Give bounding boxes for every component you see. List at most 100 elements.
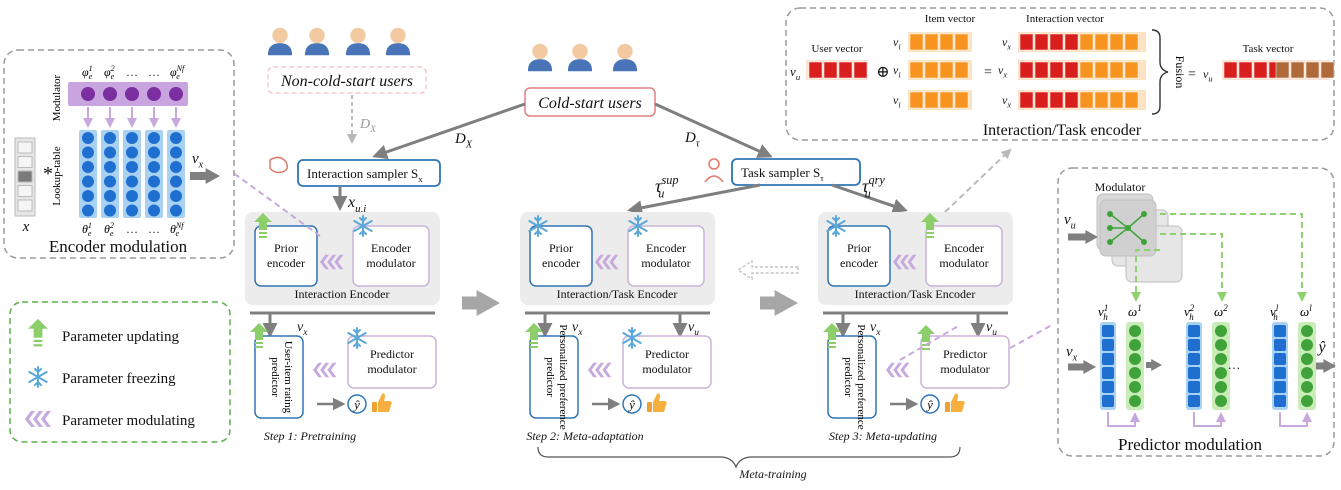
non-cold-start-user-avatar (385, 27, 411, 56)
interaction-vector-cell (1079, 91, 1094, 109)
phi-dots: … (126, 65, 138, 79)
lookup-node (104, 204, 116, 217)
encoder-modulator-box (627, 225, 705, 287)
cold-start-box (524, 87, 656, 117)
vu-symbol: vu (790, 64, 801, 82)
lookup-node (126, 190, 138, 202)
x-vector-cell (17, 185, 33, 197)
layer-arrow (1146, 359, 1162, 371)
hidden-layer-node (1274, 339, 1286, 351)
encoder-output-arrow (190, 168, 220, 184)
hidden-layer-node (1188, 395, 1200, 407)
pm-vx-arrow (1068, 360, 1096, 374)
predictor-modulator-label-line: Predictor (370, 347, 414, 361)
task-vector-cell (1238, 61, 1253, 79)
predictor-modulator-box (920, 335, 1010, 389)
output-layer-arrow (1316, 359, 1336, 373)
item-vector-label: Item vector (925, 13, 976, 25)
meta-training-label: Meta-training (738, 467, 806, 481)
interaction-vector-cell (1034, 33, 1049, 51)
lookup-node (104, 146, 116, 159)
task-encoder-leader (944, 148, 1012, 213)
legend-updating-label: Parameter updating (62, 329, 180, 345)
lookup-node (126, 161, 138, 173)
prior-encoder-box (254, 225, 318, 287)
user-vector-cell (853, 61, 868, 79)
layer-dots: … (1228, 357, 1241, 372)
legend-updating-icon (28, 318, 48, 347)
lookup-node (82, 161, 94, 173)
interaction-vector-cell (1109, 33, 1124, 51)
modulator-node (147, 87, 161, 101)
dx-edge (372, 102, 526, 160)
lookup-node (126, 146, 138, 159)
item-vector-cell (924, 91, 939, 109)
hidden-layer-node (1102, 353, 1114, 365)
lookup-node (82, 204, 94, 217)
y-hat-label: ŷ (627, 397, 635, 412)
convolution-star: * (43, 163, 53, 185)
hidden-layer-node (1274, 381, 1286, 393)
dx-label: DX (454, 131, 473, 151)
predictor-modulator-label-line: modulator (940, 362, 989, 376)
modulation-loop (1279, 412, 1312, 427)
vx-symbol: vx (1002, 35, 1011, 52)
interaction-vector-cell (1034, 91, 1049, 109)
vx-symbol: vx (998, 63, 1007, 80)
item-vector-cell (909, 61, 924, 79)
omega-node (1215, 367, 1227, 379)
lookup-node (148, 175, 160, 188)
lookup-node (104, 175, 116, 188)
network-edge (1127, 227, 1145, 243)
legend-freezing-label: Parameter freezing (62, 371, 176, 387)
task-vector-cell (1290, 61, 1305, 79)
encoder-title: Interaction/Task Encoder (557, 287, 678, 301)
non-cold-start-label: Non-cold-start users (280, 73, 413, 90)
prior-encoder-label-line: encoder (542, 256, 580, 270)
prior-encoder-label-line: Prior (549, 241, 573, 255)
prior-encoder-label-line: Prior (847, 241, 871, 255)
omega-node (1129, 367, 1141, 379)
lookup-node (82, 132, 94, 144)
vu-label: vu (986, 320, 997, 338)
omega-node (1301, 353, 1313, 365)
vx-label: vx (297, 320, 308, 338)
dtau-edge (654, 102, 773, 158)
faded-dx-label: DX (359, 117, 377, 135)
hidden-layer-node (1274, 325, 1286, 337)
x-vector-cell (17, 199, 33, 212)
encoder-modulator-label-line: modulator (366, 256, 415, 270)
interaction-vector-cell (1034, 61, 1049, 79)
encoder-modulator-label-line: modulator (939, 256, 988, 270)
encoder-modulator-label-line: Encoder (646, 241, 686, 255)
user-vector-label: User vector (811, 43, 862, 55)
oplus-symbol: ⊕ (876, 64, 889, 81)
y-hat-node (622, 394, 642, 414)
x-vector-cell (17, 170, 33, 183)
task-vector-cell (1305, 61, 1320, 79)
legend-freezing-icon (28, 366, 48, 388)
step-caption: Step 1: Pretraining (264, 429, 356, 443)
interaction-vector-cell (1079, 61, 1094, 79)
interaction-vector-cell (1124, 61, 1139, 79)
interaction-vector-cell (1019, 91, 1034, 109)
predictor-modulator-label-line: Predictor (943, 347, 987, 361)
encoder-modulator-box (925, 225, 1003, 287)
task-sampler-box (731, 158, 861, 186)
encoder-modulator-box (352, 225, 430, 287)
hidden-layer-node (1188, 367, 1200, 379)
omega-node (1215, 353, 1227, 365)
omega-node (1215, 381, 1227, 393)
y-hat-node (347, 394, 367, 414)
vu-label: vu (688, 320, 699, 338)
omega-label: ωl (1300, 303, 1312, 319)
user-vector-cell (808, 61, 823, 79)
y-hat-label: ŷ (352, 397, 360, 412)
lookup-node (104, 161, 116, 173)
